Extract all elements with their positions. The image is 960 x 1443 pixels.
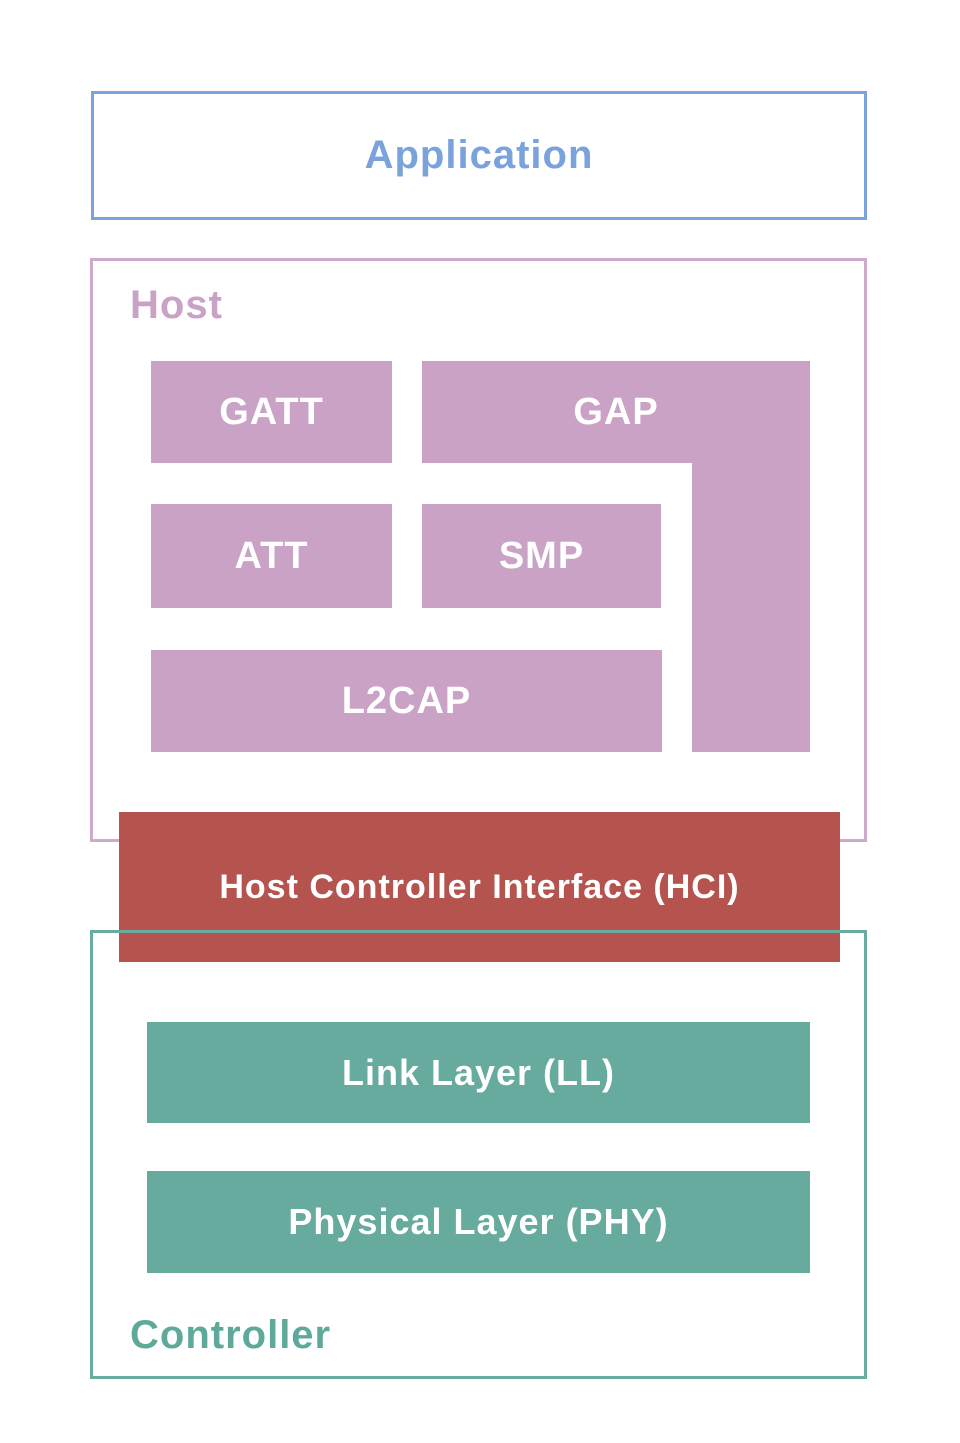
application-label: Application: [364, 133, 594, 177]
l2cap-block: L2CAP: [151, 650, 662, 752]
physical-layer-label: Physical Layer (PHY): [288, 1201, 669, 1242]
smp-block: SMP: [422, 504, 661, 608]
gatt-block: GATT: [151, 361, 392, 463]
hci-block: Host Controller Interface (HCI): [119, 812, 840, 962]
l2cap-label: L2CAP: [341, 679, 472, 722]
link-layer-block: Link Layer (LL): [147, 1022, 810, 1123]
gatt-label: GATT: [219, 390, 324, 433]
application-layer-box: Application: [91, 91, 867, 220]
smp-label: SMP: [498, 534, 585, 577]
gap-label: GAP: [573, 390, 659, 433]
att-label: ATT: [234, 534, 309, 577]
physical-layer-block: Physical Layer (PHY): [147, 1171, 810, 1273]
gap-label-area: GAP: [422, 361, 810, 463]
link-layer-label: Link Layer (LL): [341, 1051, 616, 1093]
controller-label: Controller: [130, 1313, 332, 1357]
controller-layer-box: [90, 930, 867, 1379]
host-label: Host: [130, 283, 223, 327]
att-block: ATT: [151, 504, 392, 608]
hci-label: Host Controller Interface (HCI): [219, 867, 740, 906]
